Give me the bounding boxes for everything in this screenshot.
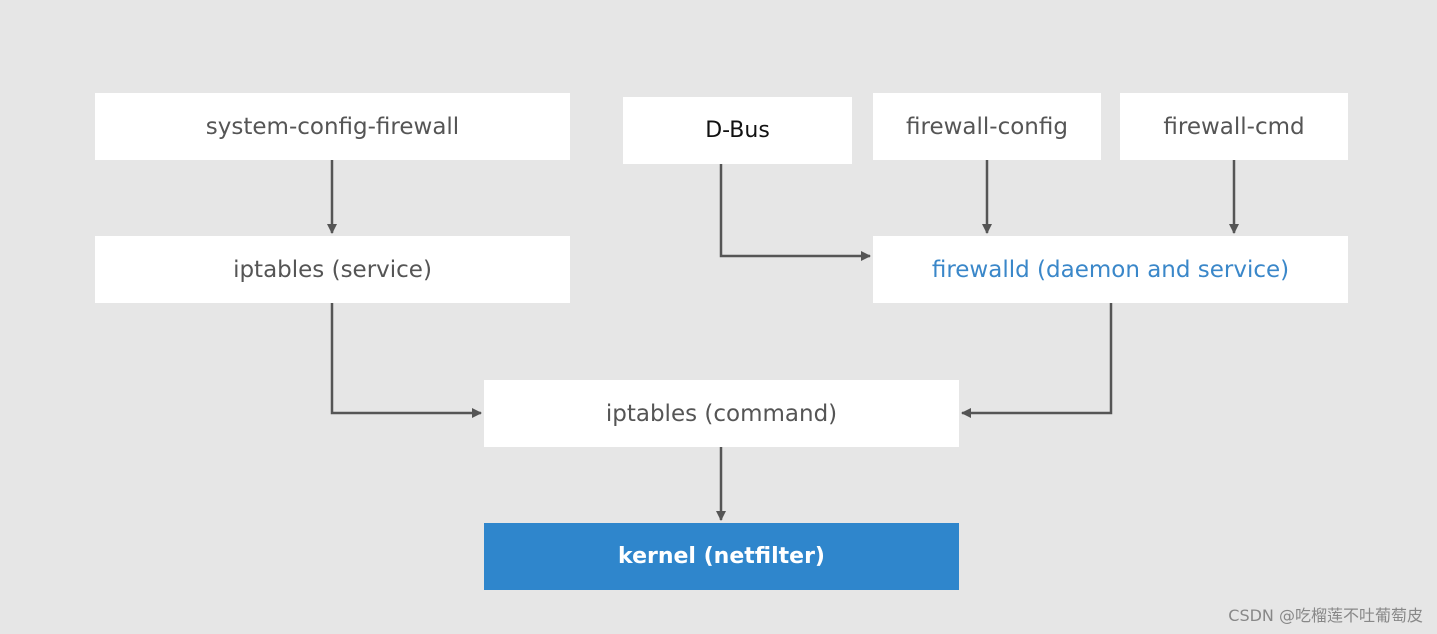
watermark: CSDN @吃榴莲不吐葡萄皮 (1228, 606, 1423, 625)
node-firewall-cmd: firewall-cmd (1120, 93, 1348, 160)
node-label: iptables (command) (605, 400, 838, 427)
node-label: kernel (netfilter) (618, 544, 825, 569)
node-firewall-config: firewall-config (873, 93, 1101, 160)
node-iptables-service: iptables (service) (95, 236, 570, 303)
edge-iptables-service-to-iptables-command (330, 303, 482, 418)
node-label: D-Bus (705, 118, 770, 143)
node-iptables-command: iptables (command) (484, 380, 959, 447)
edge-dbus-to-firewalld (719, 164, 871, 261)
node-label: firewall-config (906, 113, 1068, 140)
node-label: system-config-firewall (205, 113, 460, 140)
node-firewalld: firewalld (daemon and service) (873, 236, 1348, 303)
node-kernel-netfilter: kernel (netfilter) (484, 523, 959, 590)
node-dbus: D-Bus (623, 97, 852, 164)
node-label: firewall-cmd (1163, 113, 1305, 140)
node-label: iptables (service) (233, 256, 432, 283)
node-label: firewalld (daemon and service) (931, 256, 1290, 283)
edge-firewalld-to-iptables-command (961, 303, 1113, 418)
node-system-config-firewall: system-config-firewall (95, 93, 570, 160)
